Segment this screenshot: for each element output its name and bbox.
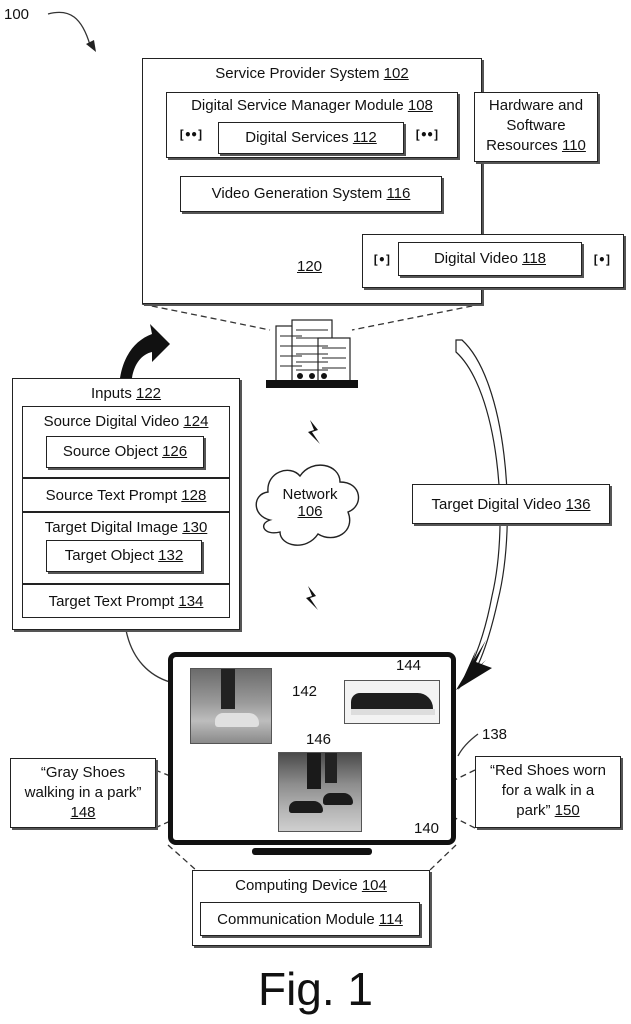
hardware-ref: 110 [562,137,586,154]
computing-device-ref: 104 [362,877,387,894]
inputs-label: Inputs [91,385,132,402]
source-prompt-label: Source Text Prompt [46,487,177,504]
prompt-left-line1: “Gray Shoes [11,763,155,783]
source-video-label: Source Digital Video [44,413,180,430]
hardware-line1: Hardware and [475,96,597,116]
target-image-label: Target Digital Image [45,519,178,536]
digital-video-label: Digital Video [434,250,518,267]
device-ref: 138 [482,726,507,743]
source-object-ref: 126 [162,443,187,460]
comm-module-label: Communication Module [217,911,375,928]
target-prompt-label: Target Text Prompt [49,593,175,610]
target-video-ref: 136 [565,496,590,513]
target-prompt-ref: 134 [178,593,203,610]
source-object-label: Source Object [63,443,158,460]
source-video-ref: 124 [183,413,208,430]
lightning-icon [306,586,318,610]
network-label-group: Network 106 [270,486,350,521]
source-thumbnail-ref: 142 [292,683,317,700]
service-provider-label: Service Provider System [215,65,379,82]
digital-video: Digital Video 118 [398,242,582,276]
service-provider-ref: 102 [384,65,409,82]
server-icon [266,320,358,388]
figure-caption: Fig. 1 [0,962,631,1016]
source-text-prompt: Source Text Prompt 128 [22,478,230,512]
inputs-upload-arrow [120,324,170,378]
source-object: Source Object 126 [46,436,204,468]
target-object-label: Target Object [65,547,154,564]
target-image-ref: 130 [182,519,207,536]
services-ref: 112 [353,129,377,146]
video-gen-label: Video Generation System [212,185,383,202]
video-generation-system: Video Generation System 116 [180,176,442,212]
ui-ref: 140 [414,820,439,837]
source-prompt-ref: 128 [181,487,206,504]
output-thumbnail-ref: 146 [306,731,331,748]
output-video-thumbnail [278,752,362,832]
manager-title: Digital Service Manager Module 108 [167,97,457,114]
network-ref: 106 [270,503,350,520]
manager-ref: 108 [408,97,433,114]
prompt-left-line2: walking in a park” [11,783,155,803]
computing-device-label: Computing Device [235,877,358,894]
device-stand [252,848,372,855]
prompt-right-line1: “Red Shoes worn [476,761,620,781]
hardware-line3: Resources [486,137,558,154]
services-label: Digital Services [245,129,348,146]
digital-services: Digital Services 112 [218,122,404,154]
target-object: Target Object 132 [46,540,202,572]
target-video-label: Target Digital Video [431,496,561,513]
digital-video-ref: 118 [522,250,546,267]
plugin-icon: [••] [414,128,439,142]
communication-module: Communication Module 114 [200,902,420,936]
plugin-icon: [•] [592,253,611,267]
prompt-right-line3: park” [516,802,550,819]
source-video-thumbnail [190,668,272,744]
source-prompt-callout: “Gray Shoes walking in a park” 148 [10,758,156,828]
network-label: Network [270,486,350,503]
service-provider-title: Service Provider System 102 [143,65,481,82]
target-digital-video: Target Digital Video 136 [412,484,610,524]
target-image-thumbnail [344,680,440,724]
lightning-icon [308,420,320,444]
figure-ref-arrow [48,12,90,45]
plugin-icon: [•] [372,253,391,267]
prompt-right-ref: 150 [555,802,580,819]
storage-ref: 120 [297,258,322,275]
hardware-software-resources: Hardware and Software Resources 110 [474,92,598,162]
prompt-right-line2: for a walk in a [476,781,620,801]
prompt-left-ref: 148 [11,803,155,823]
inputs-ref: 122 [136,385,161,402]
comm-module-ref: 114 [379,911,403,928]
plugin-icon: [••] [178,128,203,142]
target-text-prompt: Target Text Prompt 134 [22,584,230,618]
target-prompt-callout: “Red Shoes worn for a walk in a park” 15… [475,756,621,828]
target-thumbnail-ref: 144 [396,657,421,674]
figure-ref-label: 100 [4,6,29,23]
video-gen-ref: 116 [386,185,410,202]
manager-label: Digital Service Manager Module [191,97,404,114]
hardware-line2: Software [475,116,597,136]
target-object-ref: 132 [158,547,183,564]
